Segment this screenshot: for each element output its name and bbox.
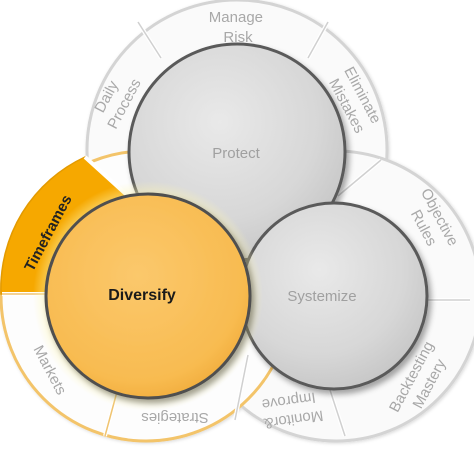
- systemize-label: Systemize: [287, 288, 356, 305]
- protect-label: Protect: [212, 145, 260, 162]
- strategies-label: Strategies: [141, 409, 209, 426]
- diversify-circle[interactable]: [44, 192, 252, 400]
- manage-risk-label: Manage Risk: [209, 9, 267, 46]
- diversify-label: Diversify: [108, 287, 176, 304]
- segment-divider-lines: [137, 21, 470, 437]
